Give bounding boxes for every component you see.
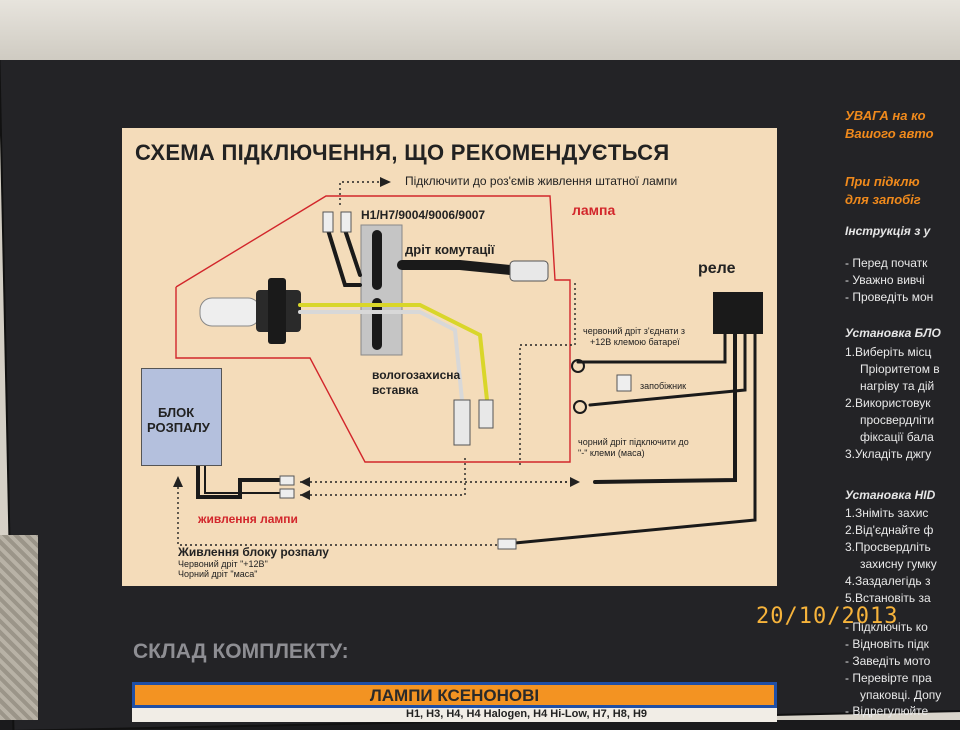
instruction-line-2: - Уважно вивчі <box>845 273 925 287</box>
switch-wire-label: дріт комутації <box>405 242 495 257</box>
moisture-insert-label-2: вставка <box>372 383 419 397</box>
section3-line-5: упаковці. Допу <box>860 688 942 702</box>
relay-label: реле <box>698 260 736 277</box>
warning-line-4: для запобіг <box>845 192 921 207</box>
section2-line-2: 2.Від'єднайте ф <box>845 523 934 537</box>
box-top-edge <box>0 0 960 60</box>
section3-line-1: - Підключіть ко <box>845 620 928 634</box>
diagram-title: СХЕМА ПІДКЛЮЧЕННЯ, ЩО РЕКОМЕНДУЄТЬСЯ <box>135 140 670 165</box>
section1-line-5: просвердліти <box>860 413 935 427</box>
section2-line-5: 4.Заздалегідь з <box>845 574 931 588</box>
section1-line-7: 3.Укладіть джгу <box>845 447 932 461</box>
ballast-power-red: Червоний дріт "+12В" <box>178 559 268 569</box>
ballast-box <box>141 368 222 466</box>
fuse-label: запобіжник <box>640 381 687 391</box>
connect-note: Підключити до роз'ємів живлення штатної … <box>405 174 678 188</box>
section2-line-3: 3.Просвердліть <box>845 540 931 554</box>
warning-line-1: УВАГА на ко <box>845 108 926 123</box>
ballast-label-2: РОЗПАЛУ <box>147 420 210 435</box>
date-stamp: 20/10/2013 <box>756 604 899 629</box>
section1-heading: Установка БЛО <box>845 326 941 340</box>
section3-line-4: - Перевірте пра <box>845 671 932 685</box>
instruction-line-1: - Перед початк <box>845 256 928 270</box>
section1-line-3: нагріву та дій <box>860 379 935 393</box>
section1-line-1: 1.Виберіть місц <box>845 345 932 359</box>
ballast-power-label: Живлення блоку розпалу <box>178 545 329 559</box>
black-wire-label-2: "-" клеми (маса) <box>578 448 645 458</box>
black-wire-label-1: чорний дріт підключити до <box>578 437 689 447</box>
warning-line-3: При підклю <box>845 174 920 189</box>
lamp-label: лампа <box>572 202 616 218</box>
lamp-power-label: живлення лампи <box>198 512 298 526</box>
kit-row: H1, H3, H4, H4 Halogen, H4 Hi-Low, H7, H… <box>132 708 777 722</box>
section3-line-3: - Заведіть мото <box>845 654 931 668</box>
red-wire-label-2: +12В клемою батареї <box>590 337 680 347</box>
section2-line-4: захисну гумку <box>860 557 937 571</box>
section1-line-2: Пріоритетом в <box>860 362 940 376</box>
section3-line-2: - Відновіть підк <box>845 637 929 651</box>
lamp-types: H1/H7/9004/9006/9007 <box>361 208 486 222</box>
instruction-line-3: - Проведіть мон <box>845 290 934 304</box>
warning-line-2: Вашого авто <box>845 126 934 141</box>
kit-bar-label: ЛАМПИ КСЕНОНОВІ <box>369 686 540 705</box>
red-wire-label-1: червоний дріт з'єднати з <box>583 326 686 336</box>
kit-row-text: H1, H3, H4, H4 Halogen, H4 Hi-Low, H7, H… <box>406 708 648 720</box>
section2-line-6: 5.Встановіть за <box>845 591 931 605</box>
ballast-power-black: Чорний дріт "маса" <box>178 569 258 579</box>
cardboard-edge <box>0 535 38 720</box>
instruction-heading: Інструкція з у <box>845 224 931 238</box>
ballast-label-1: БЛОК <box>158 405 195 420</box>
section2-heading: Установка HID <box>845 488 936 502</box>
section2-line-1: 1.Зніміть захис <box>845 506 929 520</box>
section1-line-4: 2.Використовук <box>845 396 931 410</box>
moisture-insert-label-1: вологозахисна <box>372 368 461 382</box>
kit-title: СКЛАД КОМПЛЕКТУ: <box>133 640 349 663</box>
section3-line-6: - Відрегулюйте <box>845 704 929 718</box>
section1-line-6: фіксації бала <box>860 430 934 444</box>
kit-bar: ЛАМПИ КСЕНОНОВІ <box>132 682 777 708</box>
